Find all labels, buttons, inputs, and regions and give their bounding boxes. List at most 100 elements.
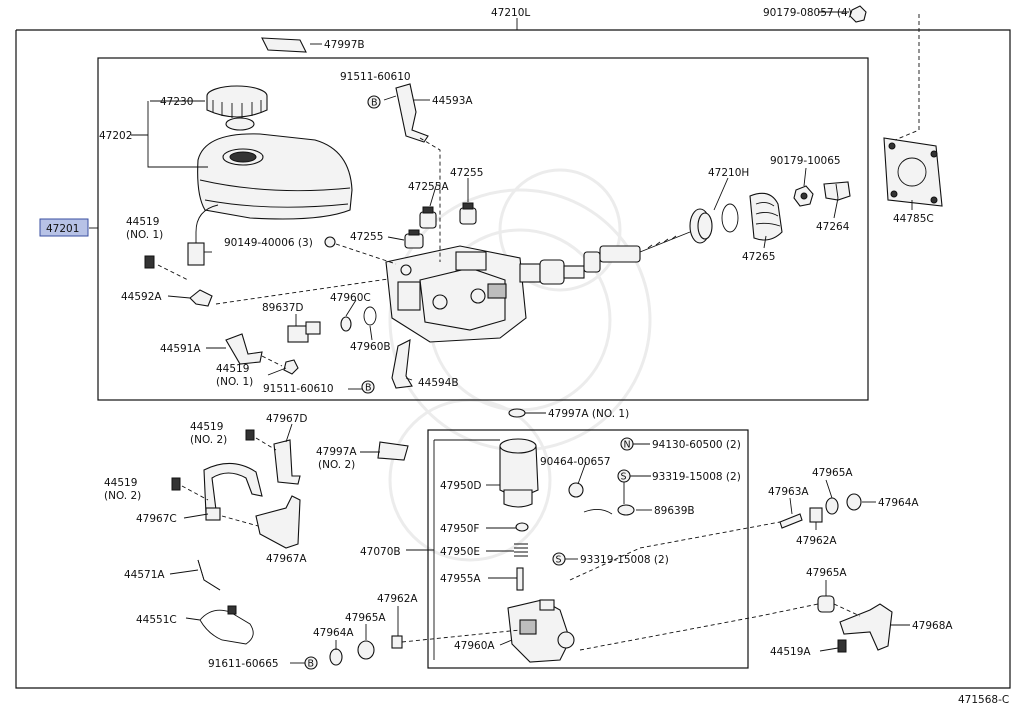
label-47964A-r: 47964A [878, 497, 919, 509]
label-47255-left: 47255 [350, 231, 383, 243]
spring-47950E-part[interactable] [514, 543, 528, 557]
bottom-mount-parts[interactable]: B [290, 629, 521, 670]
bushing-47964A-r-part[interactable] [846, 493, 862, 511]
label-47967C: 47967C [136, 513, 177, 525]
symbol-s2: S [556, 555, 562, 566]
ring-47210H-part[interactable] [689, 208, 713, 244]
valve-body[interactable] [385, 245, 527, 343]
label-47967A: 47967A [266, 553, 307, 565]
bracket-47968A-part[interactable] [839, 603, 893, 651]
collar-47963A-part[interactable] [779, 513, 803, 529]
screw-44519-no2-a-part[interactable] [245, 429, 255, 441]
label-47201: 47201 [46, 223, 79, 235]
plug-47255A-part[interactable] [419, 206, 437, 229]
ring-47950F-part[interactable] [515, 522, 529, 532]
bracket-44594B-part[interactable]: B [361, 339, 413, 394]
snap-ring-part[interactable] [721, 203, 739, 233]
reservoir-harness [187, 204, 219, 266]
label-47960A: 47960A [454, 640, 495, 652]
bracket-47967A-part[interactable] [255, 495, 301, 549]
collar-47962A-r-part[interactable] [809, 507, 823, 523]
labels: 47210L 90179-08057 (4) 47997B 91511-6061… [39, 7, 1009, 706]
label-44519-no2-b: 44519 [104, 477, 137, 489]
seal-47997A-no1-part[interactable] [508, 408, 526, 418]
diagram-id: 471568-C [958, 694, 1009, 706]
label-47960C: 47960C [330, 292, 371, 304]
reservoir-cap-47230[interactable] [206, 85, 268, 131]
label-90149: 90149-40006 (3) [224, 237, 313, 249]
label-90179-10065: 90179-10065 [770, 155, 841, 167]
pump-frame [427, 429, 749, 669]
label-47964A-bot: 47964A [313, 627, 354, 639]
label-44519-no2-b-note: (NO. 2) [104, 490, 141, 502]
label-44519-no1-top: 44519 [126, 216, 159, 228]
label-47968A: 47968A [912, 620, 953, 632]
label-47950F: 47950F [440, 523, 479, 535]
label-47997B: 47997B [324, 39, 365, 51]
clamp-44592A-part[interactable] [189, 289, 213, 307]
clip-47264-part[interactable] [823, 181, 851, 201]
pin-47955A-part[interactable] [516, 567, 524, 591]
nut-90179-08057-part[interactable] [818, 5, 920, 141]
label-44593A: 44593A [432, 95, 473, 107]
screw-44519-no1-top-part[interactable] [144, 255, 189, 281]
symbol-n: N [624, 440, 631, 451]
hose-44571A-part[interactable] [197, 559, 221, 591]
tube-44551C-part[interactable] [199, 605, 254, 645]
switch-89639B-part[interactable] [583, 504, 635, 516]
label-47963A: 47963A [768, 486, 809, 498]
symbol-s: S [621, 472, 627, 483]
nut-90179-10065-part[interactable] [793, 185, 814, 207]
label-47230: 47230 [160, 96, 193, 108]
label-47255A: 47255A [408, 181, 449, 193]
label-44551C: 44551C [136, 614, 177, 626]
oring-47960B-part[interactable] [363, 306, 377, 326]
label-47950D: 47950D [440, 480, 482, 492]
seal-47997A-no2-part[interactable] [377, 441, 409, 461]
piston-assembly[interactable] [519, 231, 691, 285]
label-47264: 47264 [816, 221, 850, 233]
label-44519-no1-top-note: (NO. 1) [126, 229, 163, 241]
plug-47255-left-part[interactable] [404, 229, 424, 249]
assy-47201-box[interactable] [39, 218, 89, 237]
bolt-44519A-part[interactable] [837, 639, 847, 653]
oring-47960C-part[interactable] [340, 316, 352, 332]
bushing-47965A-r1-part[interactable] [825, 497, 839, 515]
label-47965A-bot: 47965A [345, 612, 386, 624]
sensor-89637D-part[interactable] [287, 321, 321, 343]
symbol-b2: B [365, 383, 372, 394]
label-47962A-bot: 47962A [377, 593, 418, 605]
label-94130: 94130-60500 (2) [652, 439, 741, 451]
reservoir-tank-47202[interactable] [197, 133, 353, 220]
label-90464: 90464-00657 [540, 456, 611, 468]
bracket-44591A-part[interactable] [225, 333, 283, 367]
gasket-44785C-part[interactable] [883, 137, 943, 207]
bracket-47967D-part[interactable] [273, 439, 301, 485]
plug-47255-right-part[interactable] [459, 202, 477, 225]
motor-47950D-part[interactable] [499, 438, 539, 508]
pump-47960A-part[interactable] [507, 599, 575, 663]
bolt-90149-part[interactable] [324, 236, 397, 265]
label-47997A-no1: 47997A (NO. 1) [548, 408, 629, 420]
label-47950E: 47950E [440, 546, 480, 558]
label-44594B: 44594B [418, 377, 459, 389]
boot-47265-part[interactable] [749, 192, 783, 241]
label-47967D: 47967D [266, 413, 308, 425]
screw-44519-no1-bot-part[interactable] [283, 359, 299, 375]
label-44519-no2-a: 44519 [190, 421, 223, 433]
bracket-47967C-part[interactable] [203, 462, 263, 521]
label-90179-08057: 90179-08057 (4) [763, 7, 852, 19]
clamp-90464-part[interactable] [568, 482, 584, 498]
assy-47201-highlight[interactable]: 47201 [39, 218, 89, 237]
bushing-47965A-r2-part[interactable] [817, 595, 835, 613]
outer-frame [15, 18, 1011, 689]
label-47997B-part[interactable] [261, 37, 307, 53]
label-93319-b: 93319-15008 (2) [580, 554, 669, 566]
screw-44519-no2-b-part[interactable] [171, 477, 181, 491]
label-91611-60665: 91611-60665 [208, 658, 279, 670]
bracket-44593A-part[interactable]: B [367, 83, 429, 143]
leader-lines [89, 43, 913, 660]
symbol-b3: B [308, 659, 315, 670]
label-47997A-no2: 47997A [316, 446, 357, 458]
